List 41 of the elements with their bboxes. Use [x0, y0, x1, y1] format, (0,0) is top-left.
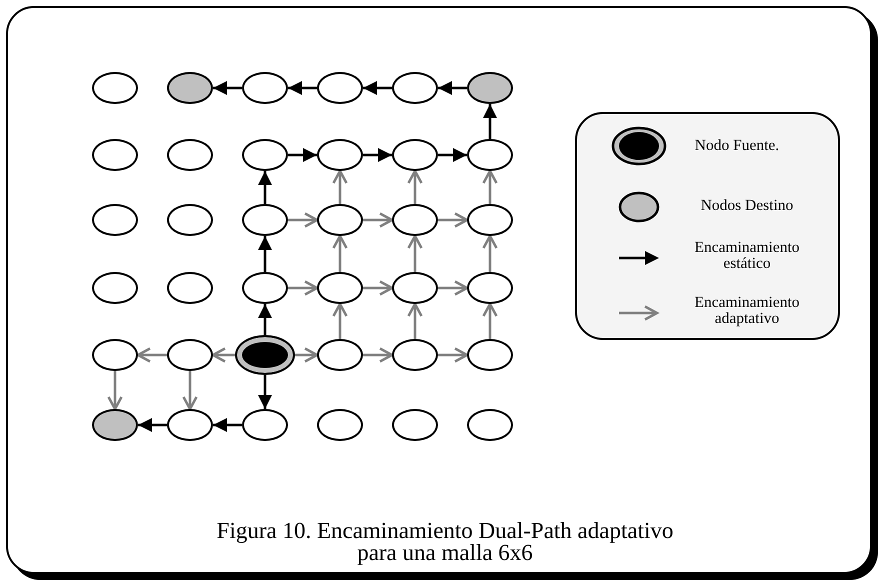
- static-route-arrow: [258, 375, 272, 409]
- adaptive-route-arrow: [332, 170, 348, 204]
- adaptive-route-arrow: [332, 302, 348, 339]
- adaptive-route-arrow: [288, 212, 318, 228]
- static-route-arrow: [438, 148, 467, 162]
- legend-text: Encaminamiento adaptativo: [693, 295, 801, 327]
- static-route-arrow: [213, 81, 242, 95]
- adaptive-route-arrow: [212, 347, 235, 363]
- adaptive-route-arrow: [288, 280, 318, 296]
- adaptive-route-arrow: [438, 212, 468, 228]
- legend-text: Encaminamiento estático: [693, 240, 801, 272]
- static-route-arrow: [213, 418, 242, 432]
- legend-text: Nodos Destino: [700, 198, 794, 214]
- adaptive-route-arrow: [332, 234, 348, 272]
- adaptive-route-arrow: [482, 302, 498, 339]
- adaptive-route-arrow: [295, 347, 318, 363]
- static-route-arrow: [288, 148, 317, 162]
- adaptive-route-arrow: [407, 302, 423, 339]
- adaptive-route-arrow: [407, 170, 423, 204]
- static-route-arrow: [258, 304, 272, 335]
- legend-text: Nodo Fuente.: [694, 138, 780, 154]
- static-route-arrow: [363, 148, 392, 162]
- static-route-arrow: [288, 81, 317, 95]
- adaptive-route-arrow: [482, 170, 498, 204]
- adaptive-route-arrow: [363, 280, 394, 296]
- adaptive-route-arrow: [363, 347, 394, 363]
- adaptive-route-arrow: [438, 280, 468, 296]
- static-route-arrow: [363, 81, 392, 95]
- static-route-arrow: [438, 81, 467, 95]
- figure-caption: Figura 10. Encaminamiento Dual-Path adaptativo para una malla 6x6: [216, 520, 674, 564]
- adaptive-route-arrow: [482, 234, 498, 272]
- static-route-arrow: [258, 236, 272, 272]
- adaptive-route-arrow: [407, 234, 423, 272]
- adaptive-route-arrow: [438, 347, 468, 363]
- adaptive-route-arrow: [136, 347, 167, 363]
- static-route-arrow: [138, 418, 167, 432]
- adaptive-route-arrow: [363, 212, 394, 228]
- adaptive-route-arrow: [182, 371, 198, 410]
- static-route-arrow: [258, 171, 272, 204]
- adaptive-route-arrow: [107, 371, 123, 410]
- static-route-arrow: [483, 104, 497, 139]
